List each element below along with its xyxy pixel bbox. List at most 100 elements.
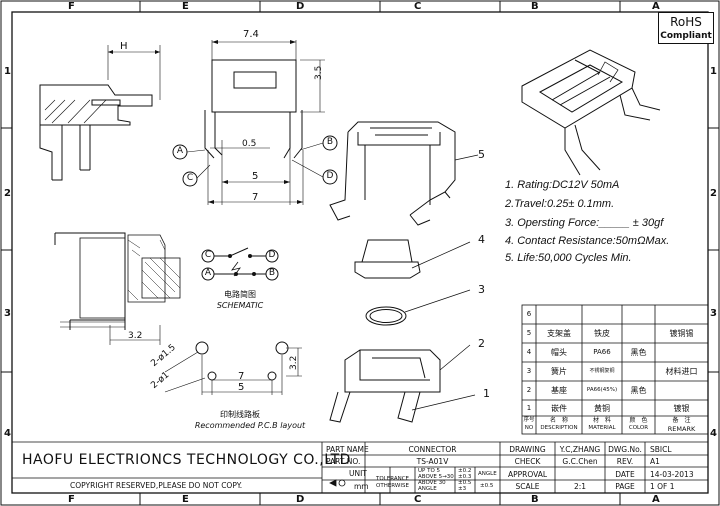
zone-col-a: A [652,1,660,12]
tol-range: ABOVE 30 [418,480,446,486]
part-no: TS-A01V [416,457,449,466]
pcb-title-cn: 印制线路板 [220,410,260,419]
side-view [39,45,161,181]
bom-no: 3 [526,367,532,375]
spec-life: 5. Life:50,000 Cycles Min. [505,252,632,264]
pin-d-label: D [326,171,334,181]
bom-desc: 支架盖 [547,329,571,338]
unit-label: UNIT [349,469,367,478]
bom-header-remark: REMARK [667,425,696,433]
pin-c-label: C [186,173,194,183]
pin-a-label: A [176,146,184,156]
rohs-title: RoHS [670,15,702,29]
schematic-title-cn: 电路简图 [224,290,256,299]
spec-force: 3. Opersting Force:_____ ± 30gf [505,217,664,229]
spec-travel: 2.Travel:0.25± 0.1mm. [505,198,615,210]
callout-4: 4 [478,233,485,246]
date-value: 14-03-2013 [650,470,694,479]
bom-desc: 基座 [551,386,567,395]
zone-row-3: 3 [4,308,11,319]
rev-label: REV. [616,457,634,466]
bom-desc: 簧片 [551,367,567,376]
tol-value: ±3 [458,486,467,492]
bom-header-color-cn: 颜 色 [629,417,648,424]
dim-width-top: 7.4 [243,29,259,40]
schematic-pin-d: D [268,250,276,260]
bom-no: 4 [526,348,532,356]
rev-value: A1 [650,457,660,466]
zone-row-4: 4 [4,428,11,439]
otherwise-label: OTHERWISE [376,483,409,489]
zone-col-e-bottom: E [182,494,189,505]
section-view [54,232,181,345]
rohs-badge: RoHS Compliant [658,12,714,44]
schematic-pin-a: A [204,268,212,278]
top-view [172,40,338,205]
dim-body-width: 7 [252,192,259,203]
bom-desc: 帽头 [551,348,567,357]
title-block [12,441,708,494]
dim-pcb-pitch: 5 [238,382,245,393]
zone-col-b: B [531,1,539,12]
zone-row-2: 2 [4,188,11,199]
part-name: CONNECTOR [408,445,457,454]
schematic [201,247,279,281]
company-name: HAOFU ELECTRIONCS TECHNOLOGY CO.,LTD [22,452,351,468]
dim-pin-width: 0.5 [242,139,257,149]
zone-row-3-right: 3 [710,308,717,319]
bom-no: 5 [526,329,532,337]
bom-no: 2 [526,386,532,394]
tolerance-label: TOLERANCE [376,476,410,482]
bom-header-mat-cn: 材 料 [592,417,611,424]
date-label: DATE [615,470,635,479]
zone-col-f: F [68,1,75,12]
tol-range: ANGLE [418,486,437,492]
callout-1: 1 [483,387,490,400]
bom-mat: PA66 [593,348,611,356]
dim-h: H [120,41,128,52]
pcb-layout [164,341,302,395]
bom-remark: 镀银 [673,404,690,413]
angle-label: ANGLE [478,471,497,477]
dim-pcb-offset: 3.2 [289,355,299,370]
bom-table [521,304,709,435]
pin-b-label: B [326,137,334,147]
zone-col-c: C [414,1,422,12]
zone-row-1-right: 1 [710,66,717,77]
zone-row-4-right: 4 [710,428,717,439]
part-no-label: PART NO. [326,457,361,466]
dwg-value: SBICL [650,445,672,454]
drawing-label: DRAWING [509,445,546,454]
callout-5: 5 [478,148,485,161]
check-label: CHECK [514,457,541,466]
zone-col-a-bottom: A [652,494,660,505]
angle-value: ±0.5 [480,483,494,489]
schematic-title-en: SCHEMATIC [216,301,264,310]
bom-mat: PA66(45%) [586,387,618,393]
approval-label: APPROVAL [507,470,548,479]
zone-col-f-bottom: F [68,494,75,505]
callout-3: 3 [478,283,485,296]
bom-header-desc: DESCRIPTION [540,425,578,431]
bom-header-desc-cn: 名 称 [549,417,568,424]
bom-mat: 不锈钢复铜 [589,368,615,374]
schematic-pin-b: B [268,268,276,278]
zone-col-d-bottom: D [296,494,305,505]
spec-rating: 1. Rating:DC12V 50mA [505,179,620,191]
tol-value: ±0.2 [458,468,472,474]
bom-color: 黑色 [630,348,647,357]
iso-view [521,49,661,176]
callout-2: 2 [478,337,485,350]
bom-header-no-cn: 序号 [523,417,535,423]
exploded-view [329,121,479,423]
scale-label: SCALE [515,482,540,491]
zone-row-1: 1 [4,66,11,77]
scale-value: 2:1 [573,482,587,491]
tol-value: ±0.3 [458,474,472,480]
dim-pcb-spacing: 7 [238,371,245,382]
zone-col-b-bottom: B [531,494,539,505]
bom-remark: 镀铜锡 [669,329,694,338]
dim-height-side: 3.5 [314,65,324,80]
tol-value: ±0.5 [458,480,472,486]
